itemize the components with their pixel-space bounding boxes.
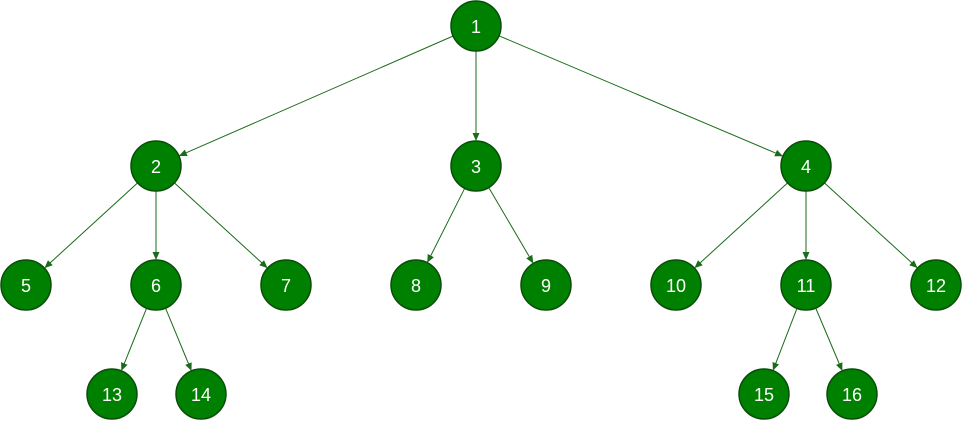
tree-node-6: 6: [130, 259, 182, 311]
node-circle: [0, 259, 52, 311]
tree-node-15: 15: [738, 368, 790, 420]
tree-node-9: 9: [520, 259, 572, 311]
edge-6-to-13: [121, 308, 148, 371]
node-circle: [130, 140, 182, 192]
tree-node-12: 12: [910, 259, 962, 311]
edge-1-to-2: [178, 35, 454, 157]
node-circle: [86, 368, 138, 420]
node-label: 5: [21, 276, 31, 296]
node-circle: [910, 259, 962, 311]
tree-node-13: 13: [86, 368, 138, 420]
tree-node-11: 11: [780, 259, 832, 311]
tree-node-2: 2: [130, 140, 182, 192]
edge-6-to-14: [165, 307, 192, 371]
node-label: 11: [797, 276, 816, 296]
tree-node-16: 16: [826, 368, 878, 420]
tree-node-1: 1: [450, 0, 502, 52]
node-circle: [650, 259, 702, 311]
node-label: 2: [151, 157, 161, 177]
node-circle: [780, 140, 832, 192]
edge-3-to-9: [488, 187, 534, 264]
node-circle: [260, 259, 312, 311]
node-circle: [780, 259, 832, 311]
tree-node-7: 7: [260, 259, 312, 311]
node-label: 13: [102, 385, 122, 405]
node-circle: [450, 140, 502, 192]
edge-2-to-5: [44, 182, 138, 269]
node-circle: [130, 259, 182, 311]
node-label: 1: [471, 17, 481, 37]
tree-node-14: 14: [175, 368, 227, 420]
node-label: 7: [281, 276, 291, 296]
node-circle: [738, 368, 790, 420]
tree-node-5: 5: [0, 259, 52, 311]
node-circle: [826, 368, 878, 420]
edge-3-to-8: [427, 188, 466, 263]
tree-node-4: 4: [780, 140, 832, 192]
node-label: 15: [754, 385, 774, 405]
node-label: 4: [801, 157, 811, 177]
edges-layer: [44, 35, 918, 371]
node-circle: [175, 368, 227, 420]
node-circle: [450, 0, 502, 52]
edge-2-to-7: [174, 182, 268, 269]
node-label: 8: [411, 276, 421, 296]
edge-11-to-16: [815, 307, 843, 371]
edge-1-to-4: [498, 35, 784, 157]
edge-4-to-10: [694, 182, 788, 269]
tree-node-8: 8: [390, 259, 442, 311]
node-label: 3: [471, 157, 481, 177]
node-label: 16: [842, 385, 862, 405]
node-circle: [390, 259, 442, 311]
tree-node-10: 10: [650, 259, 702, 311]
node-label: 14: [191, 385, 211, 405]
edge-4-to-12: [824, 182, 918, 269]
node-circle: [520, 259, 572, 311]
tree-node-3: 3: [450, 140, 502, 192]
edge-11-to-15: [772, 308, 798, 371]
node-label: 10: [666, 276, 686, 296]
node-label: 6: [151, 276, 161, 296]
node-label: 12: [926, 276, 946, 296]
node-label: 9: [541, 276, 551, 296]
